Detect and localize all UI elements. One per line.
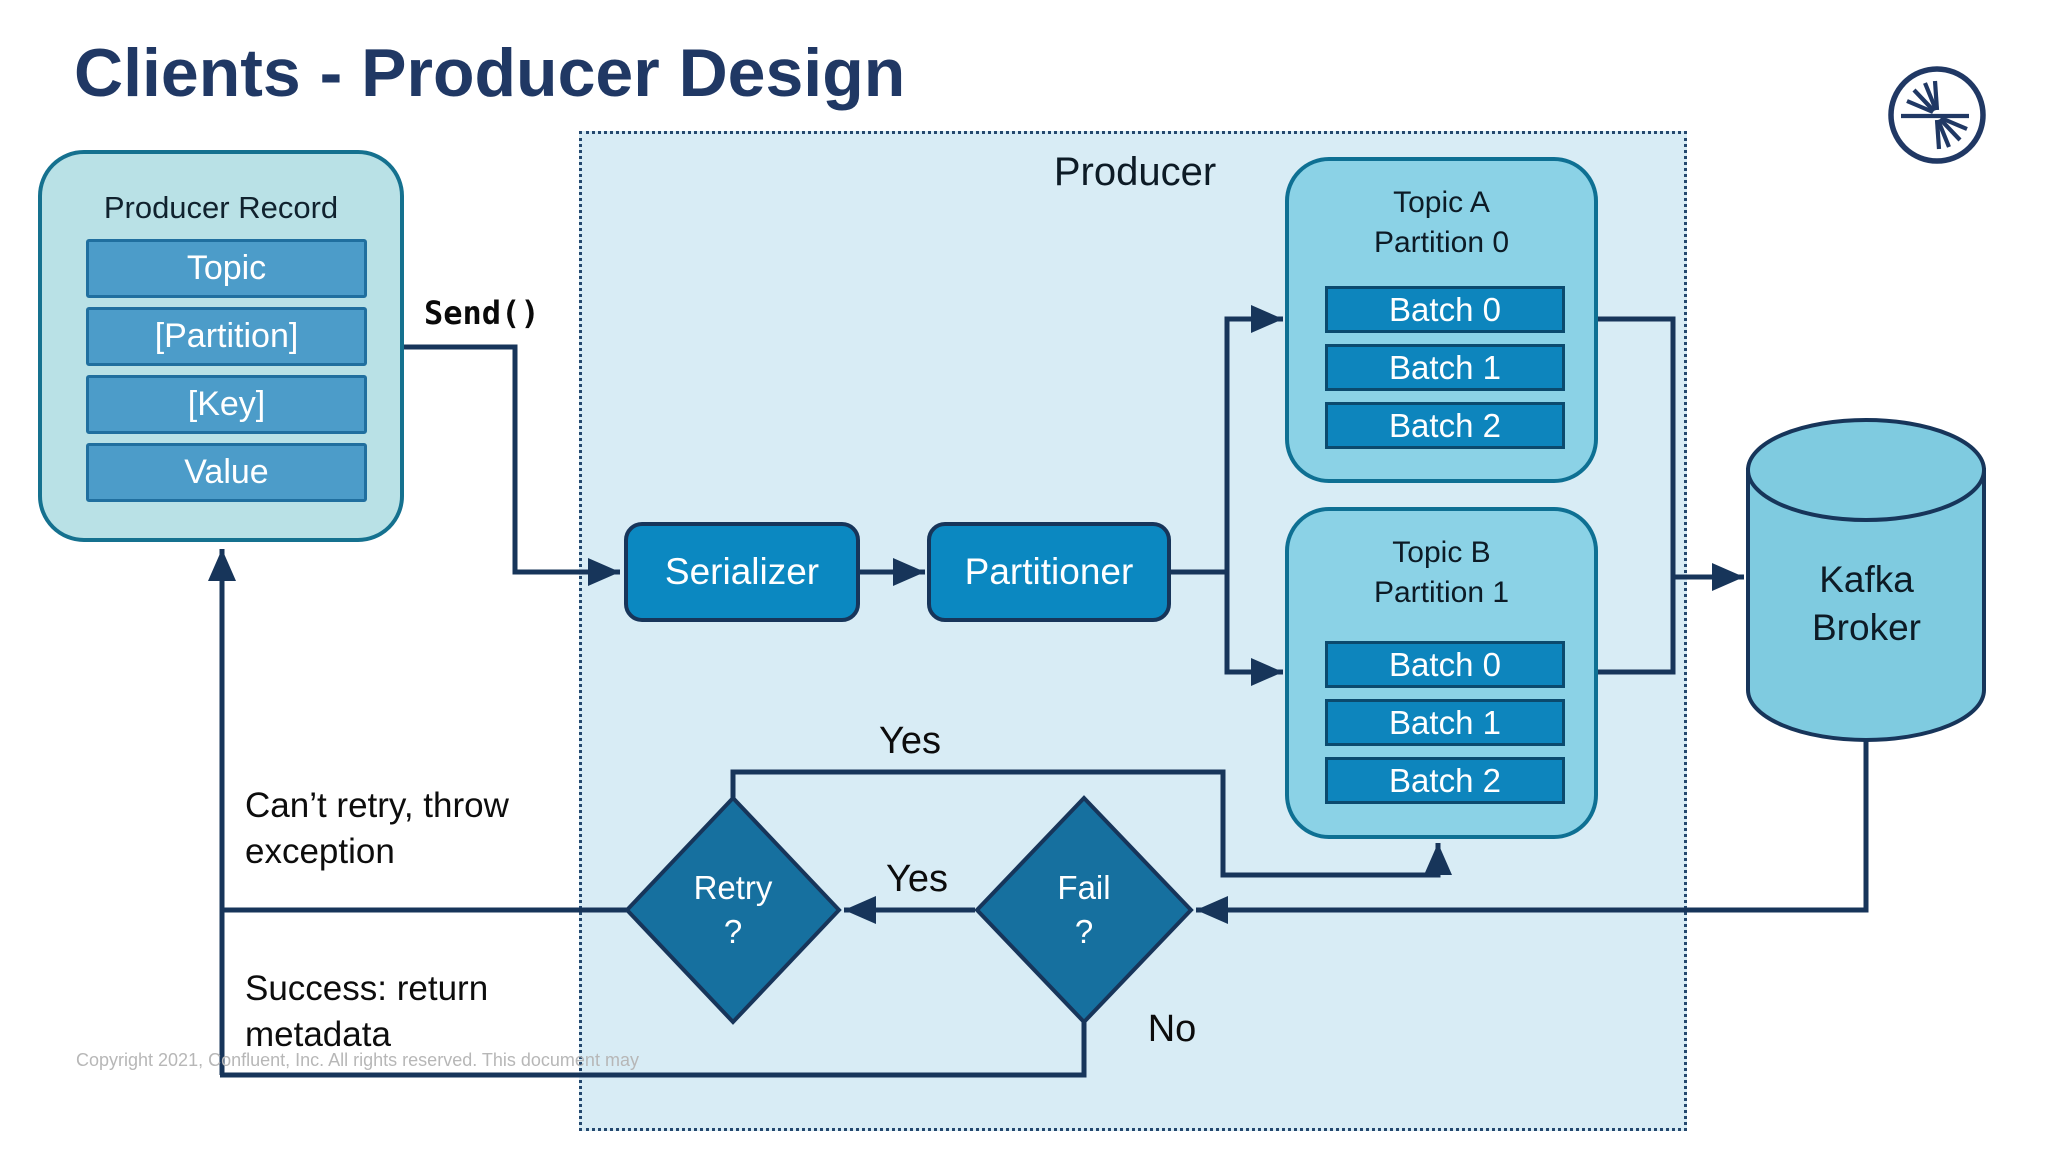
topic-b-title: Topic B Partition 1 <box>1289 533 1594 613</box>
topic-b-batch-1: Batch 1 <box>1325 699 1565 746</box>
serializer-box: Serializer <box>624 522 860 622</box>
topic-a-batch-0: Batch 0 <box>1325 286 1565 333</box>
topic-a-batch-2: Batch 2 <box>1325 402 1565 449</box>
fail-no-label: No <box>1147 1008 1197 1050</box>
producer-record-fields: Topic [Partition] [Key] Value <box>86 239 367 502</box>
fail-diamond-label: Fail ? <box>978 866 1190 954</box>
topic-a-batches: Batch 0 Batch 1 Batch 2 <box>1325 286 1565 449</box>
producer-record-box: Producer Record Topic [Partition] [Key] … <box>38 150 404 542</box>
retry-yes-label: Yes <box>879 720 941 762</box>
send-call-label: Send() <box>424 294 540 332</box>
fail-label-line1: Fail <box>1057 869 1111 906</box>
topic-a-title: Topic A Partition 0 <box>1289 183 1594 263</box>
partitioner-box: Partitioner <box>927 522 1171 622</box>
topic-a-title-line1: Topic A <box>1393 186 1490 219</box>
producer-record-title: Producer Record <box>103 190 339 225</box>
record-field-key: [Key] <box>86 375 367 434</box>
page-title: Clients - Producer Design <box>74 35 906 111</box>
confluent-logo-icon <box>1888 66 1986 164</box>
record-field-value: Value <box>86 443 367 502</box>
topic-a-title-line2: Partition 0 <box>1373 226 1510 259</box>
fail-decision-diamond <box>974 795 1194 1025</box>
branch-to-topic-a-arrow <box>1224 305 1283 572</box>
retry-label-line1: Retry <box>693 869 773 906</box>
topic-a-partition-box: Topic A Partition 0 Batch 0 Batch 1 Batc… <box>1285 157 1598 483</box>
topic-b-batch-0: Batch 0 <box>1325 641 1565 688</box>
broker-to-fail-arrow <box>1196 736 1869 924</box>
cant-retry-annotation: Can’t retry, throw exception <box>245 786 509 871</box>
fail-label-line2: ? <box>1074 913 1094 950</box>
topic-b-title-line1: Topic B <box>1392 536 1491 569</box>
topics-merge-line <box>1597 316 1676 675</box>
fail-no-line <box>220 1021 1087 1078</box>
copyright-text: Copyright 2021, Confluent, Inc. All righ… <box>76 1050 639 1070</box>
send-arrow <box>400 344 620 586</box>
logo-burst <box>1901 80 1969 150</box>
fail-yes-label: Yes <box>886 858 948 900</box>
retry-decision-diamond <box>624 795 842 1025</box>
record-field-topic: Topic <box>86 239 367 298</box>
kafka-broker-label: Kafka Broker <box>1748 556 1985 652</box>
topic-b-batch-2: Batch 2 <box>1325 757 1565 804</box>
topic-b-partition-box: Topic B Partition 1 Batch 0 Batch 1 Batc… <box>1285 507 1598 839</box>
record-field-partition: [Partition] <box>86 307 367 366</box>
kafka-broker-line1: Kafka <box>1819 559 1914 600</box>
branch-to-topic-b-arrow <box>1224 572 1283 686</box>
retry-diamond-label: Retry ? <box>627 866 839 954</box>
producer-area-label: Producer <box>1053 150 1217 194</box>
kafka-broker-line2: Broker <box>1812 607 1921 648</box>
topic-a-batch-1: Batch 1 <box>1325 344 1565 391</box>
topic-b-batches: Batch 0 Batch 1 Batch 2 <box>1325 641 1565 804</box>
kafka-broker-cylinder <box>1746 418 1986 742</box>
logo-circle <box>1888 66 1986 164</box>
success-annotation: Success: return metadata <box>245 969 489 1054</box>
topic-b-title-line2: Partition 1 <box>1373 576 1510 609</box>
retry-label-line2: ? <box>723 913 743 950</box>
retry-yes-loop-arrow <box>730 769 1452 878</box>
